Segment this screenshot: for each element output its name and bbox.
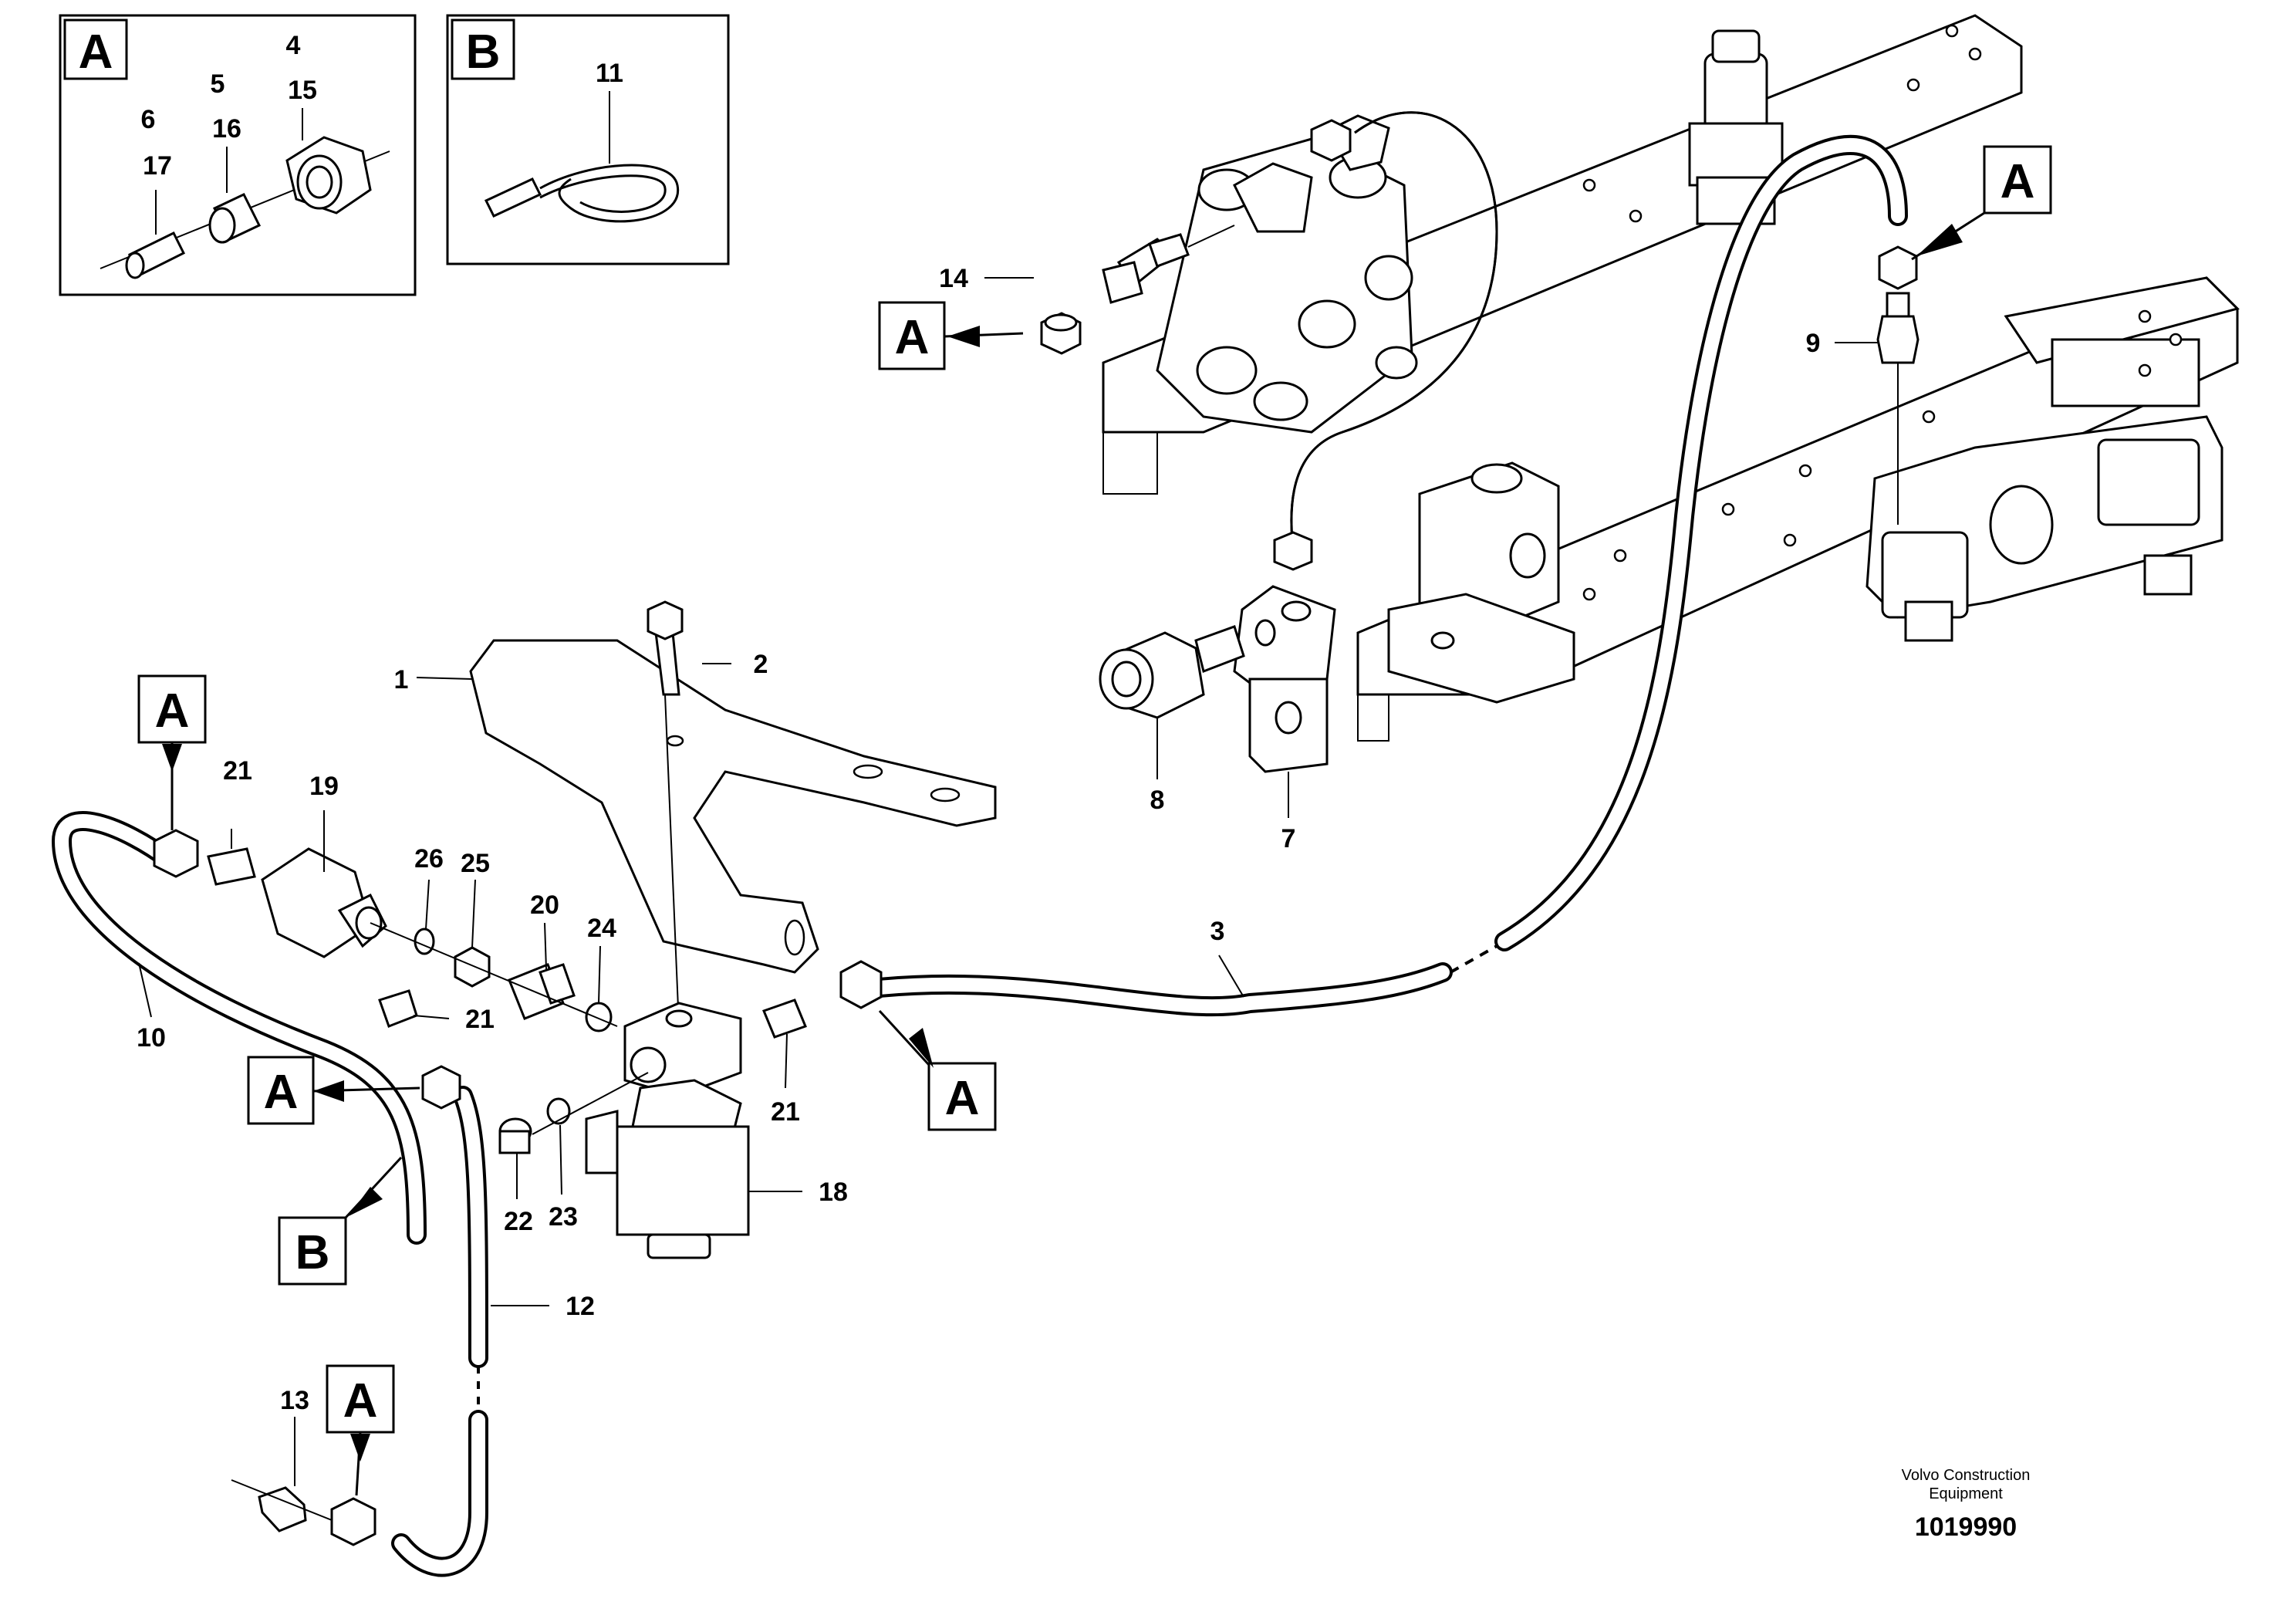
ref-box-a: A [247,1056,420,1125]
ref-box-a: A [326,1364,395,1496]
cable-tie-icon [484,164,679,223]
pressure-switch-icon [1099,625,1245,719]
plug-icon [498,1117,532,1154]
callout-21: 21 [223,756,252,786]
callout-21: 21 [771,1097,800,1127]
nut-icon [330,1497,376,1546]
ref-box-a: A [1911,145,2052,261]
ref-box-a: A [878,1009,997,1131]
inset-a-ref: A [79,25,113,79]
pressure-sensor-icon [261,847,387,958]
plug-icon [508,963,576,1020]
nut-icon [1878,245,1918,290]
solenoid-valve-icon [1866,415,2223,642]
callout-23: 23 [549,1202,578,1232]
callout-1: 1 [394,665,409,694]
callout-9: 9 [1806,329,1821,358]
solenoid-valve-icon [585,1002,750,1259]
credit-block: Volvo Construction Equipment 1019990 [1902,1467,2031,1542]
washer-icon [585,1002,613,1032]
callout-21: 21 [465,1005,495,1034]
inset-b-ref: B [466,25,501,79]
callout-12: 12 [566,1292,595,1321]
doc-number: 1019990 [1915,1512,2017,1542]
ref-box-a: A [137,674,207,830]
callout-6: 6 [141,105,156,134]
svg-text:A: A [2001,155,2035,208]
nut-icon [421,1065,461,1110]
callout-3: 3 [1210,917,1225,946]
svg-text:A: A [945,1072,980,1125]
callout-25: 25 [461,849,490,878]
callout-4: 4 [286,31,301,60]
union-fitting-icon [762,999,807,1039]
callout-10: 10 [137,1023,166,1053]
nut-icon [153,829,199,878]
union-fitting-icon [378,989,418,1028]
svg-text:A: A [343,1374,378,1428]
nut-icon [1273,531,1313,571]
pressure-regulator-icon [1688,29,1784,225]
callout-17: 17 [143,151,172,181]
tee-block-icon [1233,585,1336,773]
svg-text:B: B [295,1226,330,1279]
nut-icon [454,946,491,988]
nut-icon [839,960,883,1009]
callout-14: 14 [939,264,968,293]
callout-13: 13 [280,1386,309,1415]
svg-text:A: A [264,1066,299,1119]
svg-text:A: A [895,311,930,364]
callout-8: 8 [1150,786,1165,815]
union-fitting-icon [1876,292,1920,525]
callout-16: 16 [212,114,241,144]
callout-24: 24 [587,914,616,943]
callout-19: 19 [309,772,339,801]
ref-box-a: A [878,301,1024,370]
svg-text:A: A [155,684,190,738]
callout-26: 26 [414,844,444,874]
mounting-bracket-icon [469,639,997,974]
callout-15: 15 [288,76,317,105]
control-valve-block-icon [1156,114,1418,434]
elbow-fitting-icon [1102,225,1235,304]
fitting-icon [1310,119,1352,162]
callout-20: 20 [530,890,559,920]
callout-7: 7 [1281,824,1296,853]
callout-5: 5 [211,69,225,99]
bolt-icon [647,600,684,696]
callout-2: 2 [754,650,768,679]
credit-line-1: Volvo Construction [1902,1467,2031,1484]
nut-icon [1040,312,1082,355]
credit-line-2: Equipment [1929,1485,2003,1502]
callout-22: 22 [504,1207,533,1236]
solenoid-valve-icon [1387,461,1575,704]
ref-box-b: B [278,1156,403,1286]
callout-18: 18 [819,1178,848,1207]
inset-a: A 4 15 5 16 6 17 [59,14,417,296]
o-ring-icon [414,928,435,955]
union-fitting-icon [207,847,256,886]
inset-b: B 11 [446,14,730,265]
callout-11: 11 [596,59,623,88]
